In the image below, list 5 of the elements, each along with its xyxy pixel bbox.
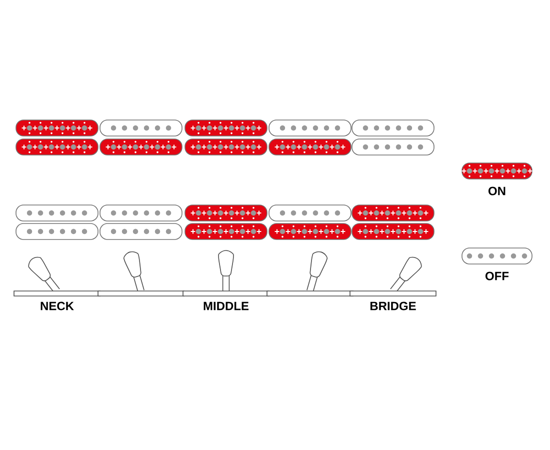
legend-label: ON <box>488 186 506 196</box>
position-label: MIDDLE <box>204 302 249 310</box>
position-label: BRIDGE <box>370 302 416 310</box>
position-label: NECK <box>40 302 74 310</box>
legend-label: OFF <box>485 272 509 280</box>
